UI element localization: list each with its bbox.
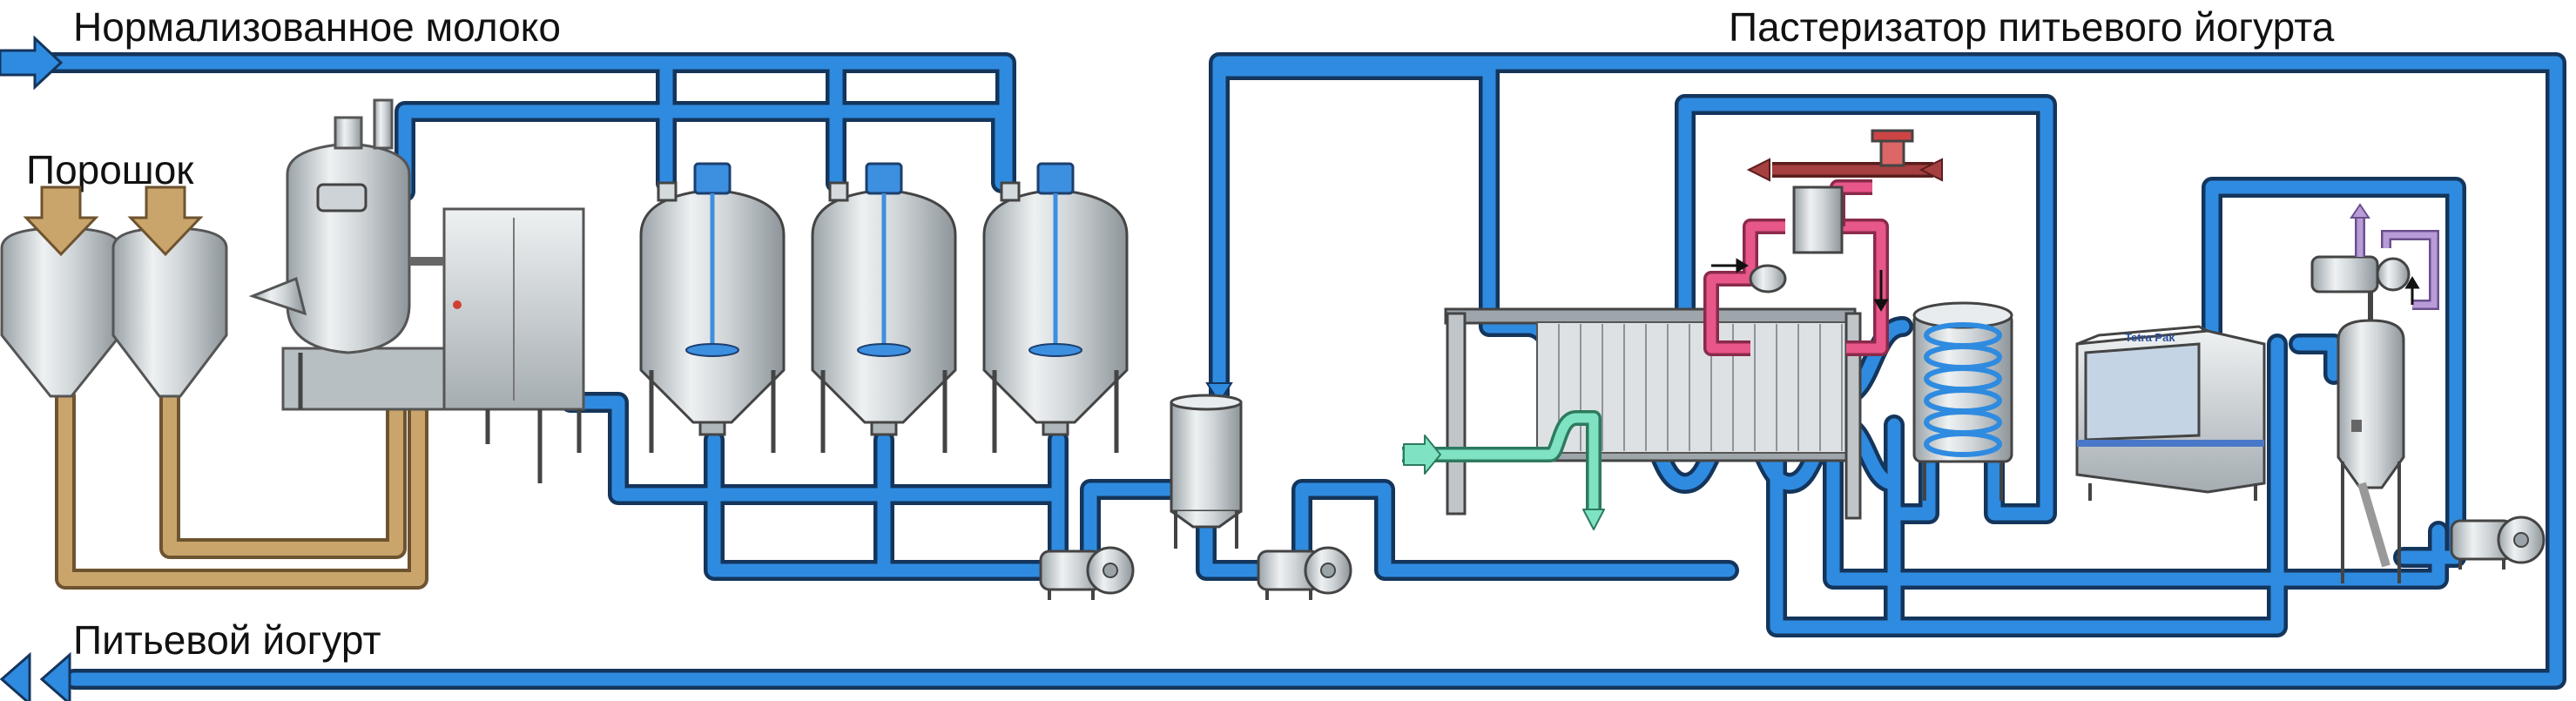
powder-label: Порошок [26,147,194,192]
mixing-unit [248,98,585,483]
pump-icon [1039,546,1135,600]
pump-icon [1257,546,1352,600]
milk-inlet-label: Нормализованное молоко [73,4,561,50]
tank-icon [982,162,1129,453]
hot-water-heater [1749,185,1844,293]
vent-line [2350,203,2439,310]
pumps [1039,516,2546,600]
pump-icon [2450,516,2546,570]
powder-pipes [55,386,428,590]
homogenizer-logo: Tetra Pak [2125,331,2175,344]
silo-icon [0,185,122,398]
homogenizer-icon: Tetra Pak [2075,325,2266,501]
steam-line [1746,158,1943,182]
deaerator-icon [2337,319,2405,583]
silo-icon [111,185,228,398]
product-pipes [24,52,2566,690]
flow-arrow-icon [1205,382,1233,404]
buffer-tank-icon [1170,394,1243,549]
tank-icon [639,162,786,453]
flow-arrow-icon [0,651,71,701]
vacuum-pump-icon [2310,255,2411,320]
tank-icon [811,162,957,453]
agitator-icon [857,162,911,357]
valve-icon [1871,129,1914,167]
flow-arrow-icon [1711,258,1889,312]
pasteurizer-label: Пастеризатор питьевого йогурта [1729,4,2335,50]
flow-arrow-icon [2404,276,2420,305]
flow-arrow-icon [0,35,64,91]
agitator-icon [1028,162,1082,357]
tanks [639,162,1129,453]
cooling-water [1402,410,1605,530]
agitator-icon [685,162,739,357]
holding-tube-icon [1912,301,2013,501]
yogurt-outlet-label: Питьевой йогурт [73,617,381,663]
